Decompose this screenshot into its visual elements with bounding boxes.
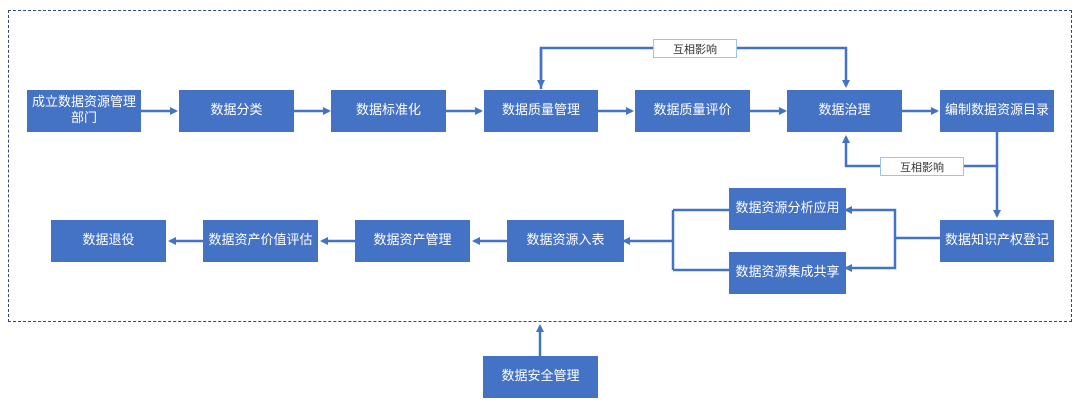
node-catalog: 编制数据资源目录 — [940, 90, 1054, 132]
node-security-management: 数据安全管理 — [483, 356, 598, 398]
node-asset-valuation: 数据资产价值评估 — [203, 220, 318, 262]
node-analysis-application: 数据资源分析应用 — [729, 188, 846, 230]
node-establish-dept: 成立数据资源管理部门 — [27, 90, 141, 132]
node-quality-management: 数据质量管理 — [484, 90, 598, 132]
node-integration-sharing: 数据资源集成共享 — [729, 252, 846, 294]
node-classification: 数据分类 — [179, 90, 294, 132]
node-into-statement: 数据资源入表 — [507, 220, 624, 262]
node-asset-management: 数据资产管理 — [355, 220, 470, 262]
node-quality-evaluation: 数据质量评价 — [635, 90, 750, 132]
node-governance: 数据治理 — [787, 90, 902, 132]
process-boundary — [8, 10, 1072, 322]
label-mutual-influence-bottom: 互相影响 — [880, 157, 964, 176]
label-mutual-influence-top: 互相影响 — [653, 39, 737, 58]
arrow-ip-to-analysis — [844, 206, 897, 238]
node-ip-registration: 数据知识产权登记 — [940, 220, 1054, 262]
node-standardization: 数据标准化 — [331, 90, 446, 132]
arrow-ip-to-integration — [844, 238, 897, 272]
node-retirement: 数据退役 — [51, 220, 166, 262]
